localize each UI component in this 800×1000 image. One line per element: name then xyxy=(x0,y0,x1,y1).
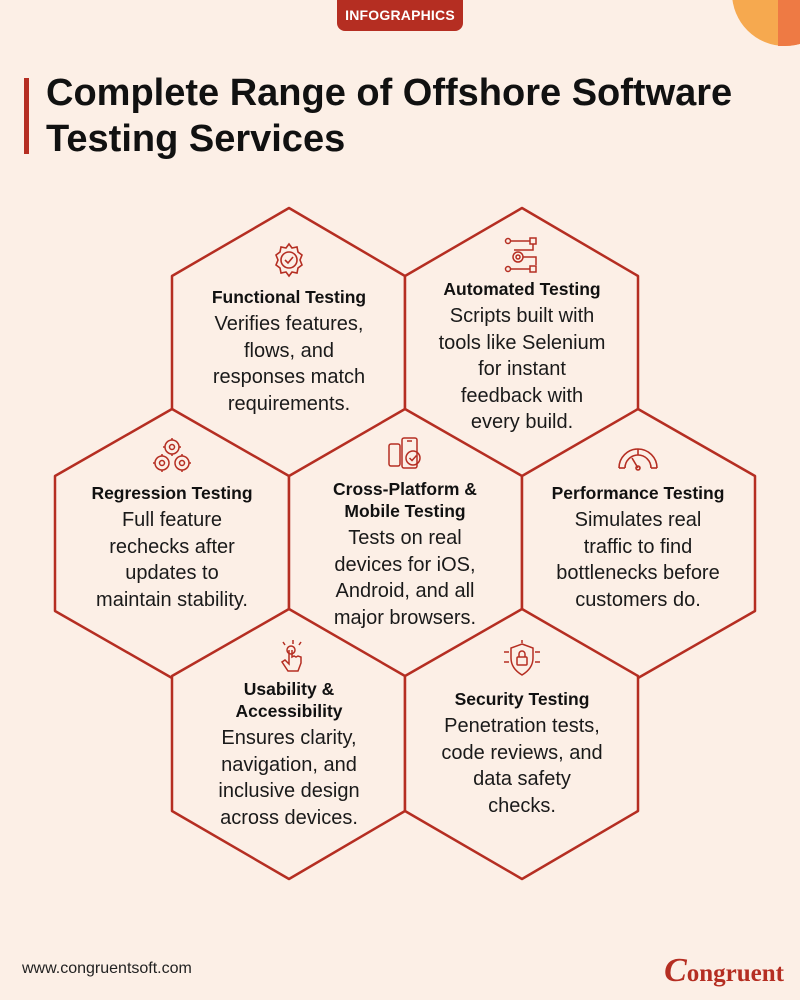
page-title-line-1: Complete Range of Offshore Software xyxy=(46,72,733,114)
description-line: Scripts built with xyxy=(449,305,595,327)
gear-check-icon xyxy=(275,242,303,278)
description-line: updates to xyxy=(125,562,219,584)
page-title: Complete Range of Offshore Software Test… xyxy=(46,70,786,162)
service-automated-testing: Automated Testing Scripts built with too… xyxy=(411,236,633,436)
service-title: Cross-Platform & Mobile Testing xyxy=(294,478,516,522)
gears-icon xyxy=(153,438,191,472)
description-line: responses match xyxy=(212,366,366,388)
service-description: Ensures clarity, navigation, and inclusi… xyxy=(178,725,400,831)
description-line: Simulates real xyxy=(574,509,702,531)
service-title-line: Usability & xyxy=(243,679,335,699)
service-regression-testing: Regression Testing Full feature rechecks… xyxy=(61,436,283,613)
description-line: Full feature xyxy=(121,509,223,531)
brand-logo: Congruent xyxy=(664,952,784,990)
service-title: Usability & Accessibility xyxy=(178,678,400,722)
description-line: data safety xyxy=(473,768,571,790)
service-description: Tests on real devices for iOS, Android, … xyxy=(294,525,516,631)
description-line: navigation, and xyxy=(221,753,357,776)
service-title: Functional Testing xyxy=(211,287,367,307)
logo-initial: C xyxy=(664,952,687,989)
service-description: Scripts built with tools like Selenium f… xyxy=(411,303,633,436)
description-line: maintain stability. xyxy=(96,588,248,611)
speedometer-icon xyxy=(618,448,658,471)
workflow-gear-icon xyxy=(504,237,537,273)
category-badge: INFOGRAPHICS xyxy=(337,0,463,31)
description-line: Verifies features, xyxy=(214,313,364,335)
hexagon-security-testing xyxy=(403,607,640,881)
description-line: Tests on real xyxy=(348,527,462,549)
description-line: Android, and all xyxy=(335,580,475,602)
service-title: Regression Testing xyxy=(91,483,253,503)
service-cross-platform-mobile-testing: Cross-Platform & Mobile Testing Tests on… xyxy=(294,436,516,631)
description-line: customers do. xyxy=(575,588,701,611)
description-line: for instant xyxy=(478,358,566,380)
service-title: Security Testing xyxy=(454,689,590,709)
website-link[interactable]: www.congruentsoft.com xyxy=(22,960,192,977)
logo-text: ongruent xyxy=(686,960,784,987)
description-line: flows, and xyxy=(243,339,335,362)
service-functional-testing: Functional Testing Verifies features, fl… xyxy=(178,240,400,417)
service-title-line: Accessibility xyxy=(235,701,343,721)
description-line: code reviews, and xyxy=(441,741,603,764)
description-line: traffic to find xyxy=(583,535,693,558)
service-title-line: Cross-Platform & xyxy=(333,479,477,499)
description-line: Ensures clarity, xyxy=(221,727,357,749)
description-line: Penetration tests, xyxy=(444,715,600,737)
description-line: feedback with xyxy=(460,384,584,407)
description-line: inclusive design xyxy=(218,780,360,802)
description-line: rechecks after xyxy=(109,535,235,558)
description-line: requirements. xyxy=(227,392,351,415)
description-line: checks. xyxy=(488,794,556,817)
service-description: Full feature rechecks after updates to m… xyxy=(61,507,283,613)
mobile-check-icon xyxy=(388,437,421,469)
shield-lock-icon xyxy=(504,640,540,676)
description-line: devices for iOS, xyxy=(334,553,476,576)
service-performance-testing: Performance Testing Simulates real traff… xyxy=(527,436,749,613)
touch-hand-icon xyxy=(280,640,302,672)
description-line: tools like Selenium xyxy=(438,331,606,354)
description-line: every build. xyxy=(470,411,574,433)
description-line: across devices. xyxy=(220,806,358,829)
service-description: Verifies features, flows, and responses … xyxy=(178,311,400,417)
page-title-line-2: Testing Services xyxy=(46,118,346,160)
service-title: Automated Testing xyxy=(443,279,601,299)
title-accent-bar xyxy=(24,78,29,154)
service-title-line: Mobile Testing xyxy=(344,501,466,521)
description-line: major browsers. xyxy=(333,606,477,629)
service-security-testing: Security Testing Penetration tests, code… xyxy=(411,640,633,819)
service-description: Simulates real traffic to find bottlenec… xyxy=(527,507,749,613)
description-line: bottlenecks before xyxy=(556,562,720,584)
service-title: Performance Testing xyxy=(551,483,725,503)
service-description: Penetration tests, code reviews, and dat… xyxy=(411,713,633,819)
service-usability-accessibility: Usability & Accessibility Ensures clarit… xyxy=(178,636,400,831)
